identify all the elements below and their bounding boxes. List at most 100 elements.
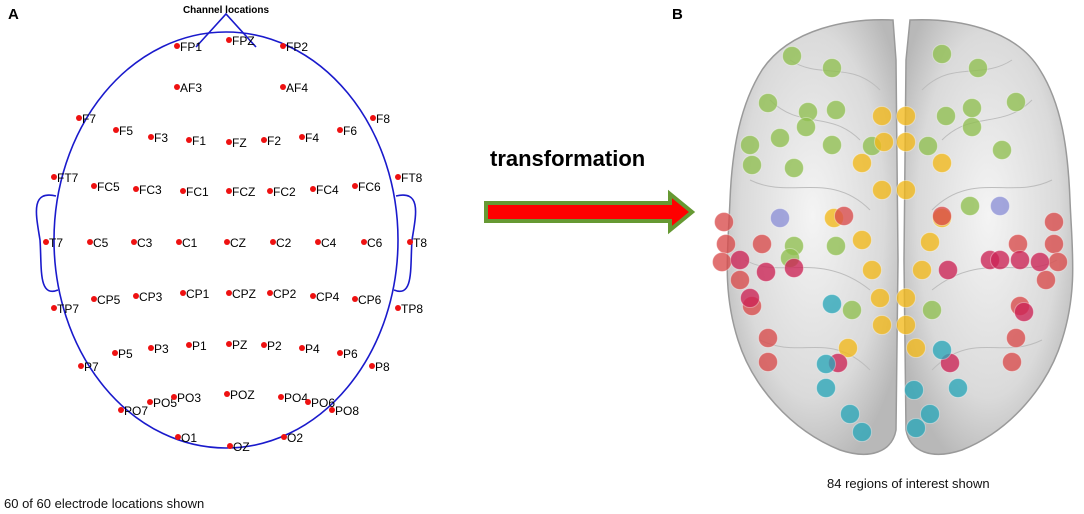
electrode-label-p2: P2 [267, 339, 282, 353]
roi-sphere-5 [758, 93, 778, 113]
roi-sphere-13 [962, 117, 982, 137]
roi-sphere-88 [904, 380, 924, 400]
roi-sphere-53 [712, 252, 732, 272]
electrode-label-tp8: TP8 [401, 302, 423, 316]
roi-sphere-4 [968, 58, 988, 78]
electrode-dot-pz [226, 341, 232, 347]
roi-group [712, 44, 1068, 442]
roi-sphere-61 [758, 352, 778, 372]
roi-sphere-36 [896, 315, 916, 335]
electrode-label-c6: C6 [367, 236, 383, 250]
electrode-label-po4: PO4 [284, 391, 308, 405]
roi-caption: 84 regions of interest shown [827, 476, 990, 491]
roi-sphere-47 [770, 208, 790, 228]
electrode-dot-f1 [186, 137, 192, 143]
roi-sphere-44 [906, 338, 926, 358]
electrode-dot-p3 [148, 345, 154, 351]
electrode-label-p7: P7 [84, 360, 99, 374]
electrode-label-ft7: FT7 [57, 171, 79, 185]
electrode-dot-fc6 [352, 183, 358, 189]
roi-sphere-62 [1002, 352, 1022, 372]
roi-sphere-63 [834, 206, 854, 226]
roi-sphere-18 [784, 158, 804, 178]
electrode-label-f7: F7 [82, 112, 96, 126]
electrode-dot-o2 [281, 434, 287, 440]
channel-locations-title: Channel locations [183, 5, 270, 16]
electrode-dot-fc3 [133, 186, 139, 192]
roi-sphere-34 [896, 288, 916, 308]
electrode-label-ft8: FT8 [401, 171, 423, 185]
electrode-label-cp4: CP4 [316, 290, 340, 304]
electrode-dot-f5 [113, 127, 119, 133]
electrode-dot-c3 [131, 239, 137, 245]
roi-sphere-83 [840, 404, 860, 424]
electrode-label-t7: T7 [49, 236, 63, 250]
roi-sphere-41 [852, 230, 872, 250]
roi-sphere-32 [896, 180, 916, 200]
electrode-label-t8: T8 [413, 236, 427, 250]
electrode-label-po3: PO3 [177, 391, 201, 405]
electrode-dot-p7 [78, 363, 84, 369]
electrode-dot-fpz [226, 37, 232, 43]
electrode-label-fpz: FPZ [232, 34, 255, 48]
electrode-label-p8: P8 [375, 360, 390, 374]
roi-sphere-52 [1044, 234, 1064, 254]
electrode-label-fc4: FC4 [316, 183, 339, 197]
roi-sphere-66 [1036, 270, 1056, 290]
electrode-dot-po4 [278, 394, 284, 400]
electrode-dot-af4 [280, 84, 286, 90]
electrode-dot-cz [224, 239, 230, 245]
electrode-label-cz: CZ [230, 236, 246, 250]
electrode-dot-po6 [305, 399, 311, 405]
roi-sphere-86 [906, 418, 926, 438]
electrode-label-fz: FZ [232, 136, 247, 150]
roi-sphere-16 [822, 135, 842, 155]
electrode-dot-cp5 [91, 296, 97, 302]
electrode-dot-fc1 [180, 188, 186, 194]
electrode-dot-f7 [76, 115, 82, 121]
electrode-dot-tp7 [51, 305, 57, 311]
electrode-dot-cp3 [133, 293, 139, 299]
electrode-dot-fcz [226, 188, 232, 194]
roi-sphere-84 [920, 404, 940, 424]
panel-a-letter: A [8, 6, 19, 23]
electrode-dot-tp8 [395, 305, 401, 311]
roi-sphere-67 [730, 250, 750, 270]
roi-sphere-31 [872, 180, 892, 200]
electrode-dot-ft7 [51, 174, 57, 180]
roi-sphere-60 [1006, 328, 1026, 348]
electrode-label-fc2: FC2 [273, 185, 296, 199]
roi-sphere-27 [872, 106, 892, 126]
head-circle [53, 31, 399, 449]
roi-sphere-50 [1044, 212, 1064, 232]
roi-sphere-30 [896, 132, 916, 152]
electrode-dot-p5 [112, 350, 118, 356]
electrode-label-cp5: CP5 [97, 293, 121, 307]
electrode-label-o1: O1 [181, 431, 197, 445]
roi-sphere-21 [960, 196, 980, 216]
roi-sphere-55 [752, 234, 772, 254]
electrode-dot-f8 [370, 115, 376, 121]
electrode-label-c2: C2 [276, 236, 292, 250]
electrode-dot-c1 [176, 239, 182, 245]
electrode-dot-t7 [43, 239, 49, 245]
electrode-dot-f2 [261, 137, 267, 143]
electrode-dot-p1 [186, 342, 192, 348]
roi-sphere-71 [1010, 250, 1030, 270]
roi-sphere-80 [932, 340, 952, 360]
roi-sphere-17 [742, 155, 762, 175]
roi-sphere-20 [918, 136, 938, 156]
electrode-label-f5: F5 [119, 124, 133, 138]
roi-sphere-70 [990, 250, 1010, 270]
electrode-label-tp7: TP7 [57, 302, 79, 316]
roi-sphere-51 [716, 234, 736, 254]
electrode-dot-oz [227, 443, 233, 449]
roi-sphere-38 [932, 153, 952, 173]
roi-sphere-8 [936, 106, 956, 126]
electrode-label-p6: P6 [343, 347, 358, 361]
roi-sphere-54 [1048, 252, 1068, 272]
brain-roi-map [712, 19, 1074, 455]
roi-sphere-24 [842, 300, 862, 320]
